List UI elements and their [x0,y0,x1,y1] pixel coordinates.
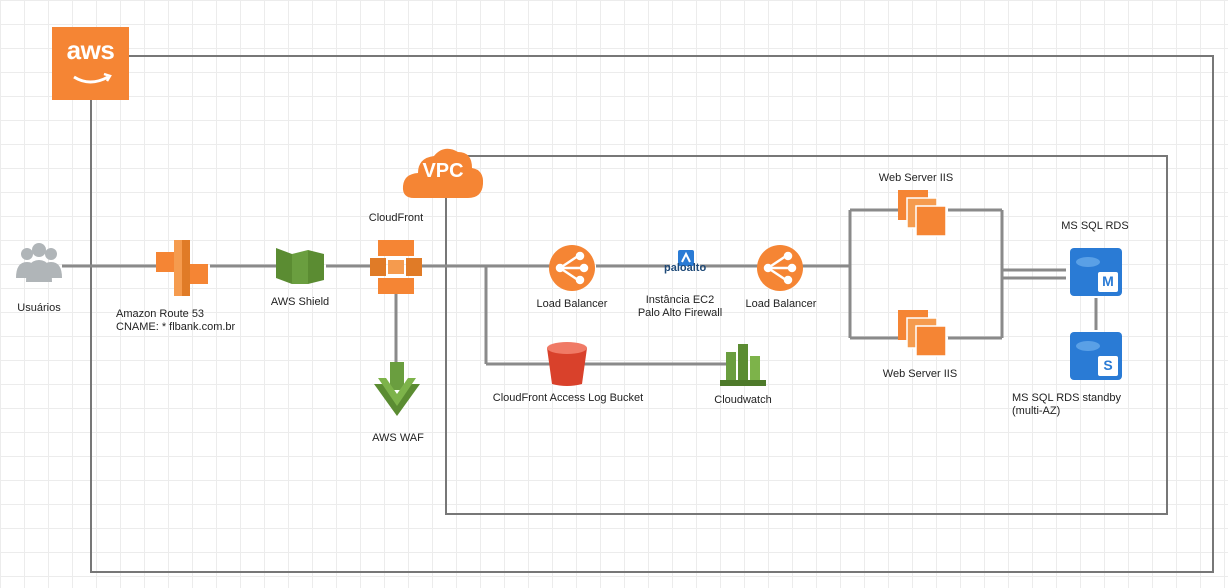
route53-label-line1: Amazon Route 53 [116,308,205,320]
ec2-instances-icon [896,188,950,240]
paloalto-wordmark: paloalto [664,262,707,274]
shield-icon [272,244,328,288]
users-icon [14,240,64,284]
lb2-label: Load Balancer [745,298,817,310]
web1-label: Web Server IIS [878,172,954,184]
rds-standby-icon: S [1068,330,1124,382]
rds-master-badge: M [1102,273,1114,289]
ec2-instances-icon [896,308,950,360]
cloudfront-label: CloudFront [368,212,424,224]
waf-label: AWS WAF [372,432,424,444]
route53-label-line2: CNAME: * flbank.com.br [116,321,236,333]
s3-bucket-icon [544,340,590,388]
shield-label: AWS Shield [270,296,330,308]
load-balancer-icon [756,244,804,292]
paloalto-label-line2: Palo Alto Firewall [637,307,723,319]
rds-label: MS SQL RDS [1061,220,1129,232]
load-balancer-icon [548,244,596,292]
s3-label: CloudFront Access Log Bucket [492,392,644,404]
paloalto-label-line1: Instância EC2 [645,294,715,306]
rds-standby-label-line2: (multi-AZ) [1012,405,1061,417]
vpc-frame [445,155,1168,515]
vpc-cloud-icon: VPC [400,140,486,202]
rds-standby-label-line1: MS SQL RDS standby [1012,392,1122,404]
paloalto-logo [678,250,694,266]
rds-standby-badge: S [1103,357,1113,373]
route53-icon [152,238,212,298]
aws-smile-icon [73,72,112,84]
rds-master-icon: M [1068,246,1124,298]
cloudwatch-icon [718,340,768,388]
cloudfront-icon [368,238,424,296]
aws-logo-text: aws [66,35,115,65]
vpc-label: VPC [422,160,464,182]
waf-icon [370,360,424,420]
aws-cloud-frame [90,55,1214,573]
aws-logo: aws [52,27,129,100]
lb1-label: Load Balancer [536,298,608,310]
users-label: Usuários [17,302,61,314]
web2-label: Web Server IIS [882,368,958,380]
cloudwatch-label: Cloudwatch [714,394,772,406]
